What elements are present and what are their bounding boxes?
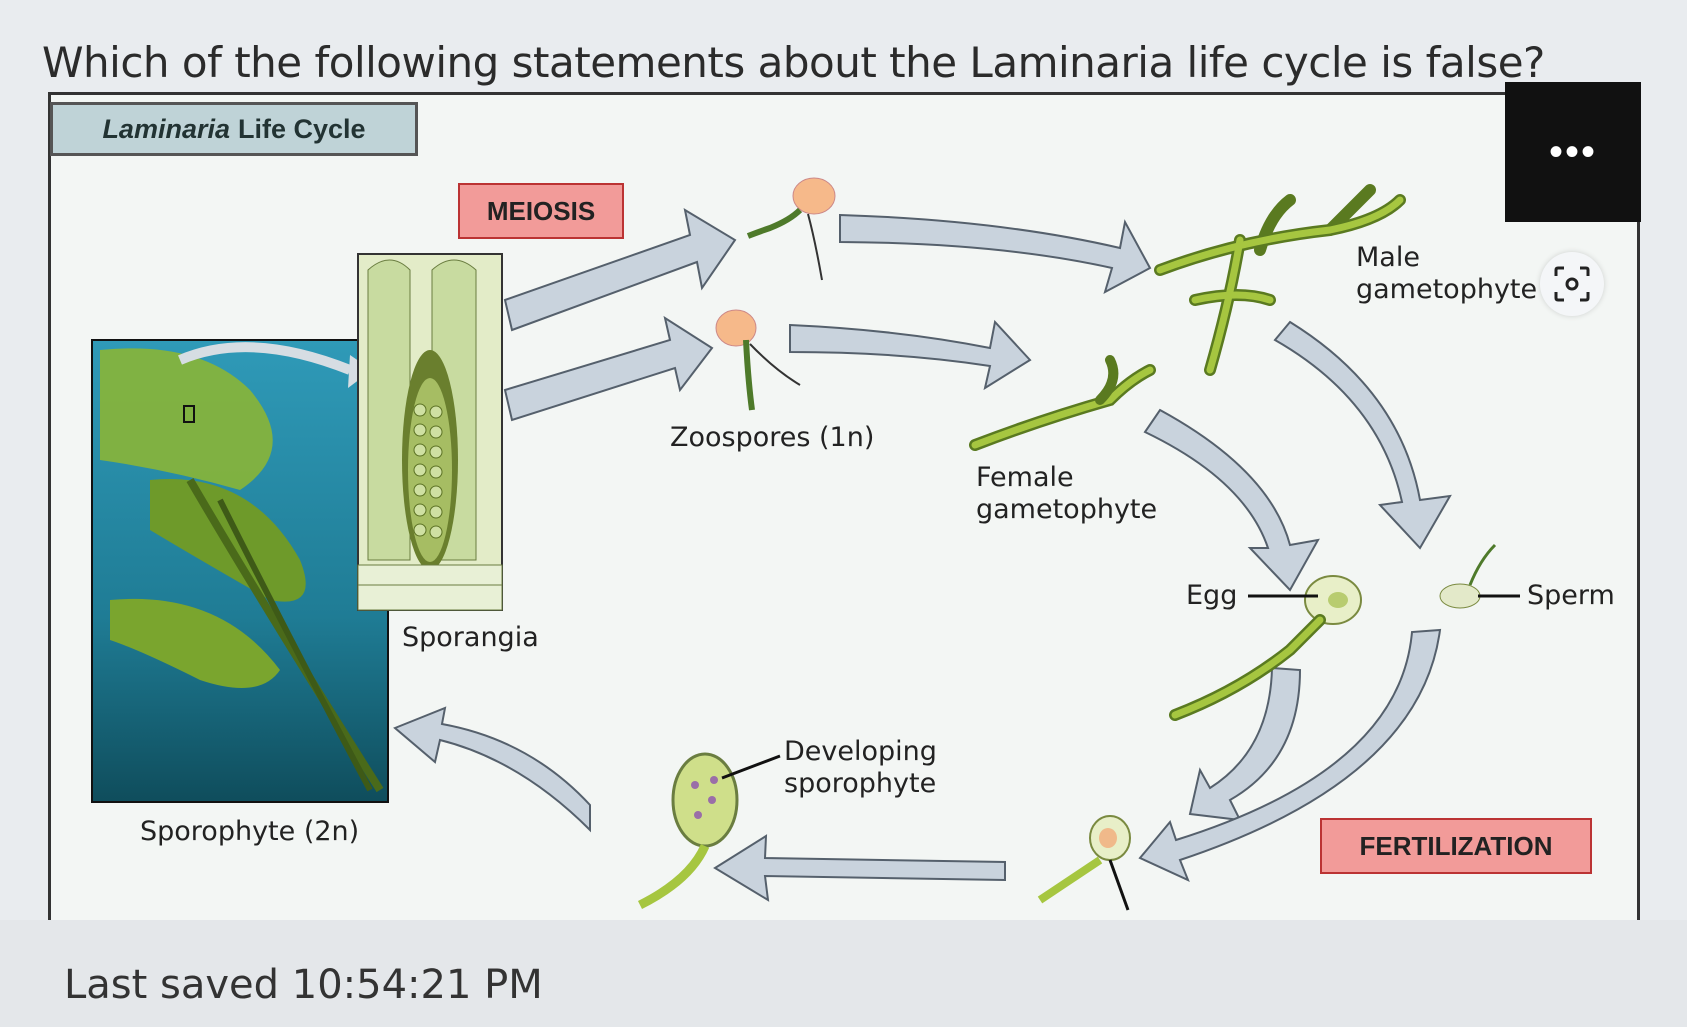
meiosis-label: MEIOSIS [458, 183, 624, 239]
sporophyte-label: Sporophyte (2n) [140, 816, 360, 847]
zygote-illustration [1037, 815, 1131, 911]
more-options-button[interactable]: ••• [1505, 82, 1641, 222]
female-gametophyte-line1: Female [976, 462, 1074, 493]
male-gametophyte-line2: gametophyte [1356, 273, 1538, 305]
male-gametophyte-line1: Male [1356, 242, 1420, 273]
last-saved-status: Last saved 10:54:21 PM [64, 962, 543, 1008]
egg-illustration [1169, 575, 1362, 721]
zoospore-top [746, 177, 836, 281]
scan-icon [1554, 266, 1590, 302]
male-gametophyte-label: Male gametophyte [1356, 242, 1537, 306]
figure-title: Laminaria Life Cycle [50, 102, 418, 156]
question-text: Which of the following statements about … [42, 38, 1545, 87]
figure-title-rest: Life Cycle [238, 113, 366, 144]
egg-label: Egg [1186, 580, 1238, 611]
developing-sporophyte-label: Developing sporophyte [784, 736, 937, 800]
sperm-illustration [1439, 543, 1520, 609]
bottom-bar [0, 920, 1687, 1027]
image-scan-button[interactable] [1540, 252, 1604, 316]
developing-sporophyte-line1: Developing [784, 736, 937, 767]
female-gametophyte-line2: gametophyte [976, 493, 1158, 525]
zoospore-bottom [715, 309, 801, 411]
male-gametophyte-fill [1156, 196, 1404, 374]
cycle-arrows [393, 207, 1452, 902]
sporangia-illustration [357, 253, 503, 611]
kelp-photo [91, 339, 389, 803]
developing-sporophyte-illustration [637, 752, 781, 910]
female-gametophyte-label: Female gametophyte [976, 462, 1157, 526]
figure-title-italic: Laminaria [102, 113, 230, 144]
sperm-label: Sperm [1527, 580, 1615, 611]
fertilization-label: FERTILIZATION [1320, 818, 1592, 874]
female-gametophyte-illustration [969, 355, 1156, 451]
developing-sporophyte-line2: sporophyte [784, 767, 937, 799]
zoospores-label: Zoospores (1n) [670, 422, 875, 453]
sporangia-label: Sporangia [402, 622, 539, 653]
